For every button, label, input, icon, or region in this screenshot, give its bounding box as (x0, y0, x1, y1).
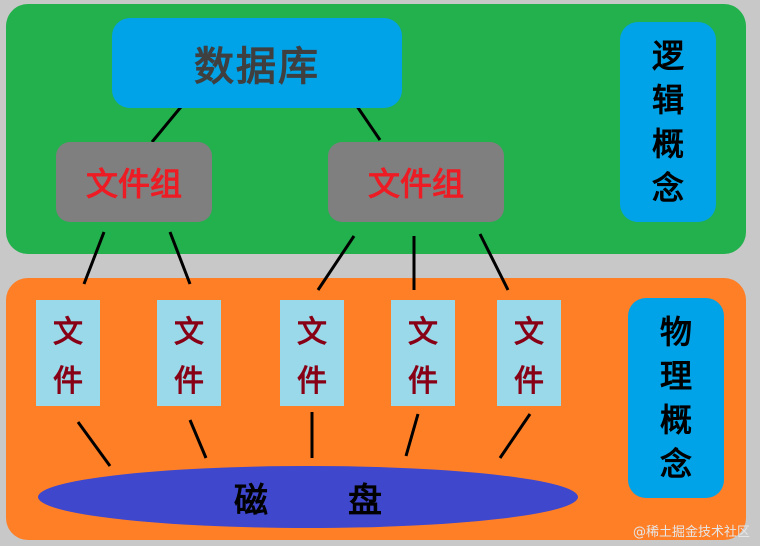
file-node-5: 文 件 (497, 300, 561, 406)
file-node-1: 文 件 (36, 300, 100, 406)
filegroup-label: 文件组 (367, 165, 464, 203)
database-node: 数据库 (112, 18, 402, 108)
physical-concept-box: 物 理 概 念 (628, 298, 724, 498)
connector-file5-disk (498, 413, 532, 459)
physical-concept-char: 物 (659, 313, 692, 351)
file-label-top: 文 (174, 314, 204, 350)
file-node-2: 文 件 (157, 300, 221, 406)
database-label: 数据库 (194, 44, 320, 90)
watermark: @稀土掘金技术社区 (632, 525, 750, 540)
physical-concept-char: 概 (659, 401, 692, 439)
filegroup-node-1: 文件组 (56, 142, 212, 222)
file-node-4: 文 件 (391, 300, 455, 406)
disk-node: 磁 盘 (38, 466, 578, 528)
file-label-bottom: 件 (174, 363, 204, 399)
file-label-bottom: 件 (514, 363, 544, 399)
filegroup-label: 文件组 (85, 165, 182, 203)
logical-concept-char: 念 (651, 169, 684, 207)
physical-concept-char: 理 (659, 357, 692, 395)
logical-concept-char: 逻 (651, 37, 684, 75)
file-label-bottom: 件 (297, 363, 327, 399)
connector-fg2-file5 (478, 233, 510, 291)
connector-fg2-file3 (316, 235, 356, 291)
file-label-top: 文 (408, 314, 438, 350)
file-label-bottom: 件 (408, 363, 438, 399)
file-node-3: 文 件 (280, 300, 344, 406)
logical-concept-char: 辑 (651, 81, 684, 119)
file-label-top: 文 (514, 314, 544, 350)
connector-fg1-file1 (82, 231, 106, 285)
disk-label-char: 磁 (234, 480, 268, 521)
connector-file2-disk (188, 419, 208, 459)
file-label-top: 文 (53, 314, 83, 350)
connector-file4-disk (404, 413, 420, 457)
disk-label-char: 盘 (348, 480, 382, 521)
logical-concept-char: 概 (651, 125, 684, 163)
connector-fg1-file2 (168, 231, 192, 285)
physical-concept-char: 念 (659, 445, 692, 483)
file-label-bottom: 件 (53, 363, 83, 399)
logical-concept-box: 逻 辑 概 念 (620, 22, 716, 222)
file-label-top: 文 (297, 314, 327, 350)
connector-file1-disk (76, 421, 112, 467)
filegroup-node-2: 文件组 (328, 142, 504, 222)
